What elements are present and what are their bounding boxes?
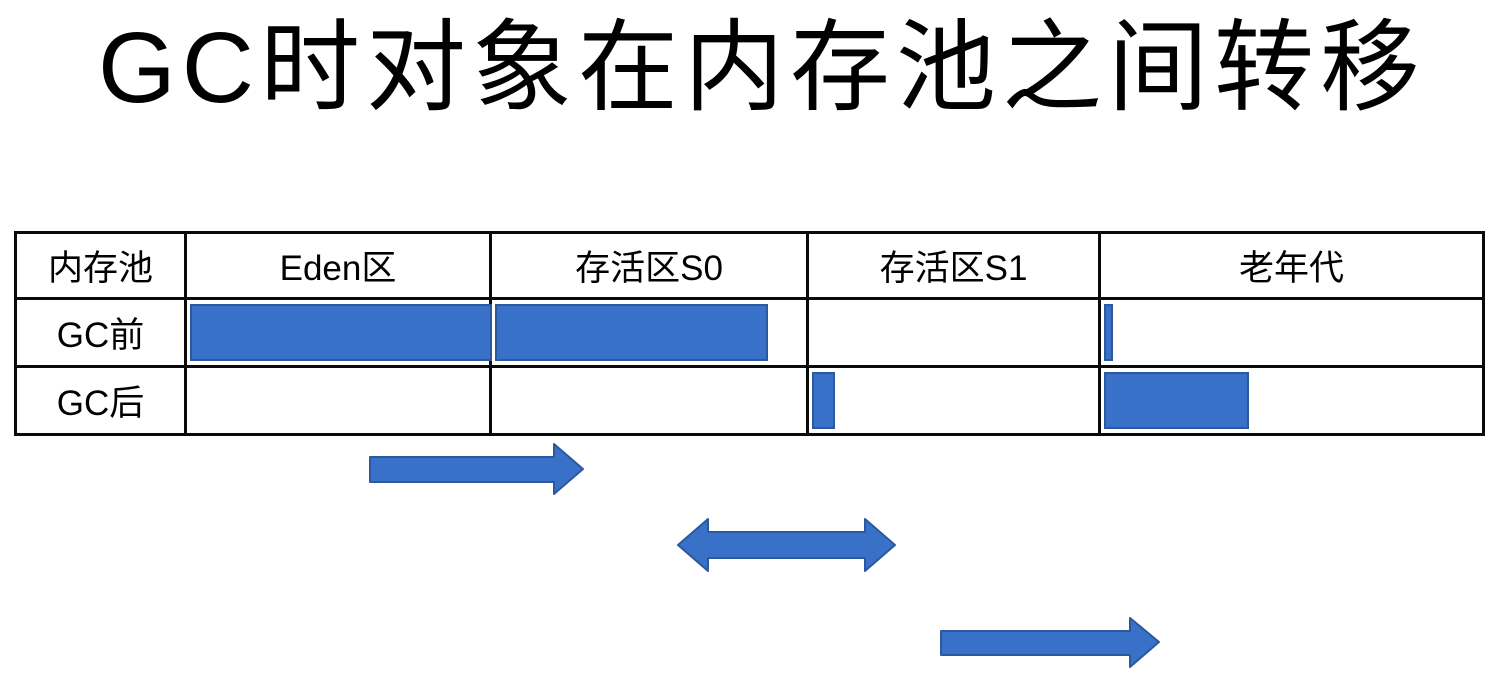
memory-pool-table: 内存池 Eden区 存活区S0 存活区S1 老年代 GC前 GC后 [14,231,1485,436]
row-label-gc-after: GC后 [14,365,187,436]
row-label-gc-before: GC前 [14,297,187,368]
table-row-gc-after: GC后 [14,365,1485,436]
header-cell-survivor-s1: 存活区S1 [806,231,1101,300]
arrow-eden-to-survivor-icon [369,443,584,495]
occupancy-bar-gc-after-old [1104,372,1249,429]
arrow-s0-s1-exchange-icon [677,518,896,572]
occupancy-bar-gc-before-eden [190,304,492,361]
slide-title: GC时对象在内存池之间转移 [98,12,1426,124]
header-cell-eden: Eden区 [184,231,492,300]
occupancy-bar-gc-before-old [1104,304,1114,361]
arrow-survivor-to-old-icon [940,617,1160,668]
occupancy-bar-gc-after-s1 [812,372,836,429]
header-cell-survivor-s0: 存活区S0 [489,231,809,300]
cell-gc-after-s0 [489,365,809,436]
cell-gc-before-eden [184,297,492,368]
cell-gc-after-s1 [806,365,1101,436]
cell-gc-after-old [1098,365,1485,436]
cell-gc-before-old [1098,297,1485,368]
cell-gc-before-s0 [489,297,809,368]
table-row-gc-before: GC前 [14,297,1485,368]
header-cell-old-gen: 老年代 [1098,231,1485,300]
header-cell-memory-pool: 内存池 [14,231,187,300]
cell-gc-before-s1 [806,297,1101,368]
table-header-row: 内存池 Eden区 存活区S0 存活区S1 老年代 [14,231,1485,300]
occupancy-bar-gc-before-s0 [495,304,769,361]
cell-gc-after-eden [184,365,492,436]
